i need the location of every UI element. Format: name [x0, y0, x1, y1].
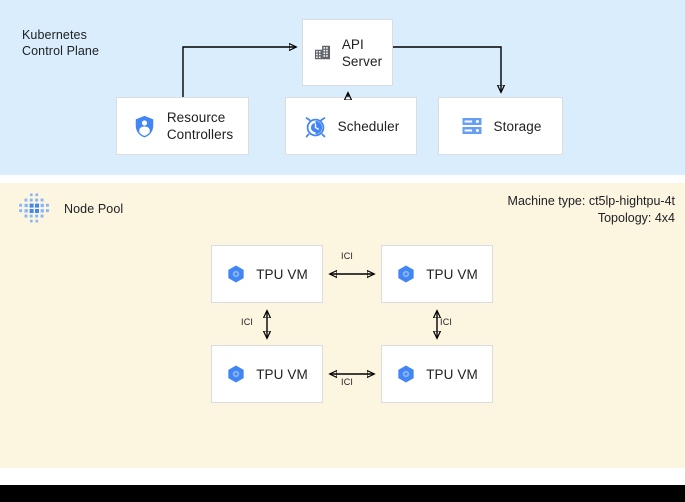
tpu-hexagon-icon [396, 364, 416, 384]
footer-bar [0, 485, 685, 502]
node-tpu-vm-1-label: TPU VM [426, 266, 478, 282]
tpu-hexagon-icon [396, 264, 416, 284]
node-resource-controllers-label: Resource Controllers [166, 110, 234, 142]
edge-label-ici-left: ICI [241, 317, 254, 327]
node-tpu-vm-0[interactable]: TPU VM [211, 245, 323, 303]
node-storage[interactable]: Storage [438, 97, 563, 155]
node-resource-controllers[interactable]: Resource Controllers [116, 97, 249, 155]
node-api-server-label: API Server [341, 36, 383, 69]
node-tpu-vm-3[interactable]: TPU VM [381, 345, 493, 403]
node-tpu-vm-3-label: TPU VM [426, 366, 478, 382]
shield-user-icon [132, 114, 157, 139]
node-tpu-vm-0-label: TPU VM [256, 266, 308, 282]
alarm-clock-icon [303, 114, 328, 139]
node-pool-header: Node Pool [16, 192, 123, 226]
node-pool-metadata: Machine type: ct5lp-hightpu-4t Topology:… [508, 193, 675, 227]
node-scheduler[interactable]: Scheduler [285, 97, 417, 155]
tpu-hexagon-icon [226, 264, 246, 284]
node-tpu-vm-2-label: TPU VM [256, 366, 308, 382]
node-tpu-vm-2[interactable]: TPU VM [211, 345, 323, 403]
tpu-hexagon-icon [226, 364, 246, 384]
server-stack-icon [460, 114, 484, 138]
machine-type-text: Machine type: ct5lp-hightpu-4t [507, 194, 675, 208]
node-scheduler-label: Scheduler [337, 118, 400, 134]
topology-text: Topology: 4x4 [597, 211, 675, 225]
edge-label-ici-right: ICI [440, 317, 453, 327]
node-pool-dot-grid-icon [16, 192, 50, 226]
edge-label-ici-top: ICI [341, 251, 354, 261]
node-tpu-vm-1[interactable]: TPU VM [381, 245, 493, 303]
edge-label-ici-bottom: ICI [341, 377, 354, 387]
node-storage-label: Storage [493, 118, 542, 134]
control-plane-section-label: Kubernetes Control Plane [22, 28, 100, 58]
building-icon [313, 43, 332, 62]
node-api-server[interactable]: API Server [302, 19, 393, 86]
node-pool-section [0, 183, 685, 468]
node-pool-label: Node Pool [64, 202, 124, 216]
